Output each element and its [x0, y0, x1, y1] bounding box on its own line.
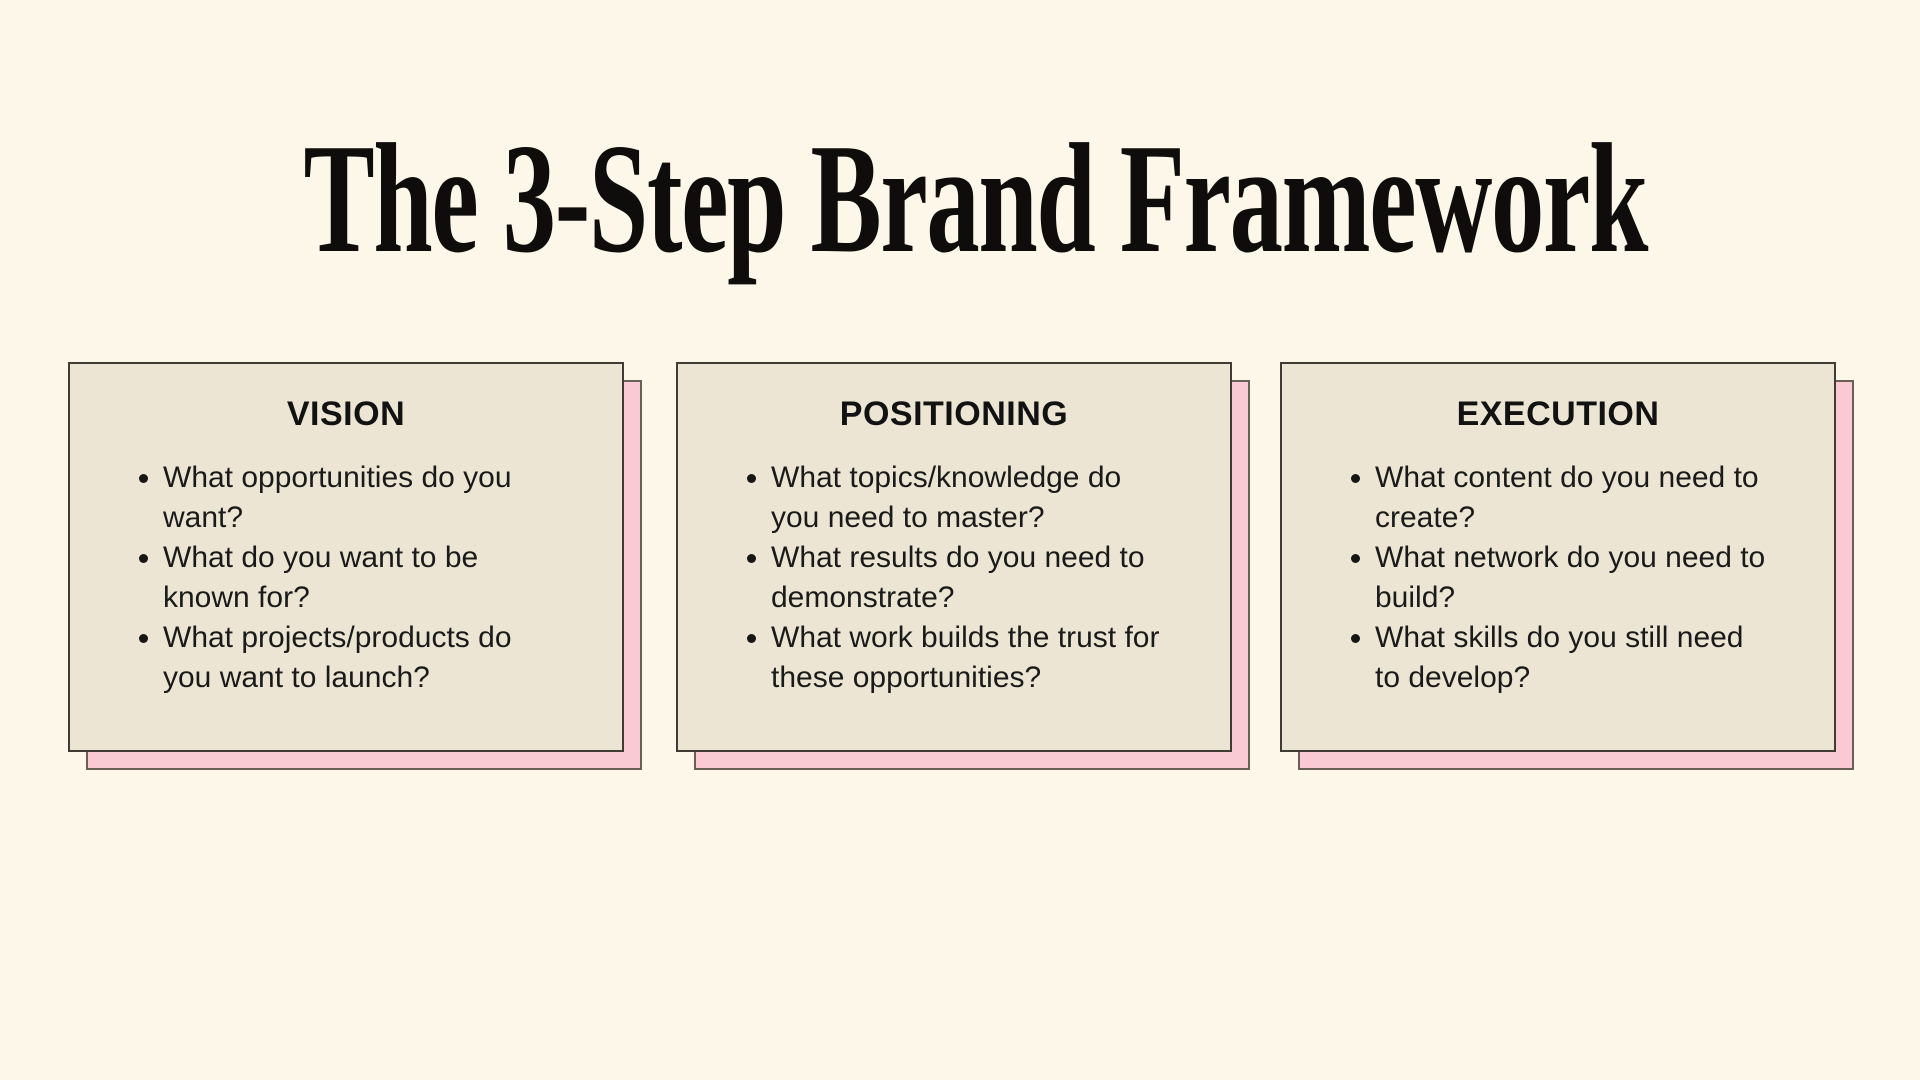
card-positioning-bullets: What topics/knowledge do you need to mas… — [678, 458, 1230, 698]
page-title-text: The 3-Step Brand Framework — [303, 111, 1648, 285]
card-vision-title: VISION — [286, 395, 406, 433]
card-execution-face: EXECUTION What content do you need to cr… — [1280, 362, 1836, 752]
card-execution-title: EXECUTION — [1456, 395, 1660, 433]
bullet-dot-icon — [139, 554, 148, 563]
card-vision-bullets: What opportunities do you want? What do … — [70, 458, 622, 698]
card-positioning-face: POSITIONING What topics/knowledge do you… — [676, 362, 1232, 752]
bullet-item: What content do you need to create? — [1351, 458, 1810, 538]
bullet-text: What projects/products do you want to la… — [163, 621, 512, 694]
bullet-item: What network do you need to build? — [1351, 538, 1810, 618]
bullet-item: What projects/products do you want to la… — [139, 618, 598, 698]
card-execution: EXECUTION What content do you need to cr… — [1280, 362, 1854, 770]
card-execution-bullets: What content do you need to create? What… — [1282, 458, 1834, 698]
bullet-item: What work builds the trust for these opp… — [747, 618, 1206, 698]
bullet-text: What work builds the trust for these opp… — [771, 621, 1160, 694]
bullet-dot-icon — [139, 634, 148, 643]
bullet-dot-icon — [1351, 554, 1360, 563]
bullet-item: What topics/knowledge do you need to mas… — [747, 458, 1206, 538]
bullet-item: What do you want to be known for? — [139, 538, 598, 618]
bullet-text: What do you want to be known for? — [163, 541, 479, 614]
bullet-dot-icon — [747, 634, 756, 643]
card-vision: VISION What opportunities do you want? W… — [68, 362, 642, 770]
bullet-text: What topics/knowledge do you need to mas… — [771, 461, 1122, 534]
card-positioning: POSITIONING What topics/knowledge do you… — [676, 362, 1250, 770]
card-positioning-title: POSITIONING — [839, 395, 1069, 433]
bullet-item: What opportunities do you want? — [139, 458, 598, 538]
bullet-text: What content do you need to create? — [1375, 461, 1759, 534]
bullet-dot-icon — [1351, 634, 1360, 643]
bullet-text: What skills do you still need to develop… — [1375, 621, 1744, 694]
bullet-dot-icon — [747, 554, 756, 563]
bullet-text: What opportunities do you want? — [163, 461, 512, 534]
bullet-item: What skills do you still need to develop… — [1351, 618, 1810, 698]
bullet-text: What results do you need to demonstrate? — [771, 541, 1145, 614]
bullet-dot-icon — [139, 474, 148, 483]
bullet-item: What results do you need to demonstrate? — [747, 538, 1206, 618]
page-title: The 3-Step Brand Framework — [0, 116, 1920, 281]
card-vision-face: VISION What opportunities do you want? W… — [68, 362, 624, 752]
bullet-dot-icon — [1351, 474, 1360, 483]
bullet-dot-icon — [747, 474, 756, 483]
bullet-text: What network do you need to build? — [1375, 541, 1766, 614]
